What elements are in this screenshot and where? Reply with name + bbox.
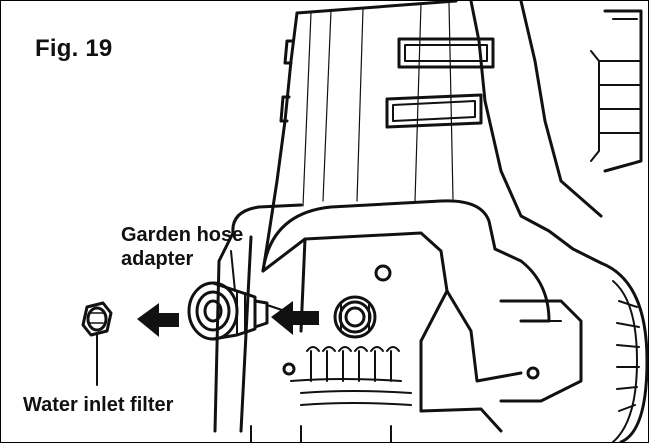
garden-hose-adapter-label: Garden hose adapter [121,223,243,271]
arrow-left-2 [271,301,319,335]
garden-hose-adapter-label-line2: adapter [121,248,194,270]
arrow-left-1 [137,303,179,337]
garden-hose-adapter [187,281,292,341]
water-inlet-filter-label: Water inlet filter [23,394,174,416]
washer-body [213,1,648,442]
adapter-leader-line [230,250,236,292]
water-inlet-port [333,295,377,339]
garden-hose-adapter-label-line1: Garden hose [121,224,244,246]
figure-title: Fig. 19 [35,35,113,62]
water-inlet-filter [81,301,113,337]
